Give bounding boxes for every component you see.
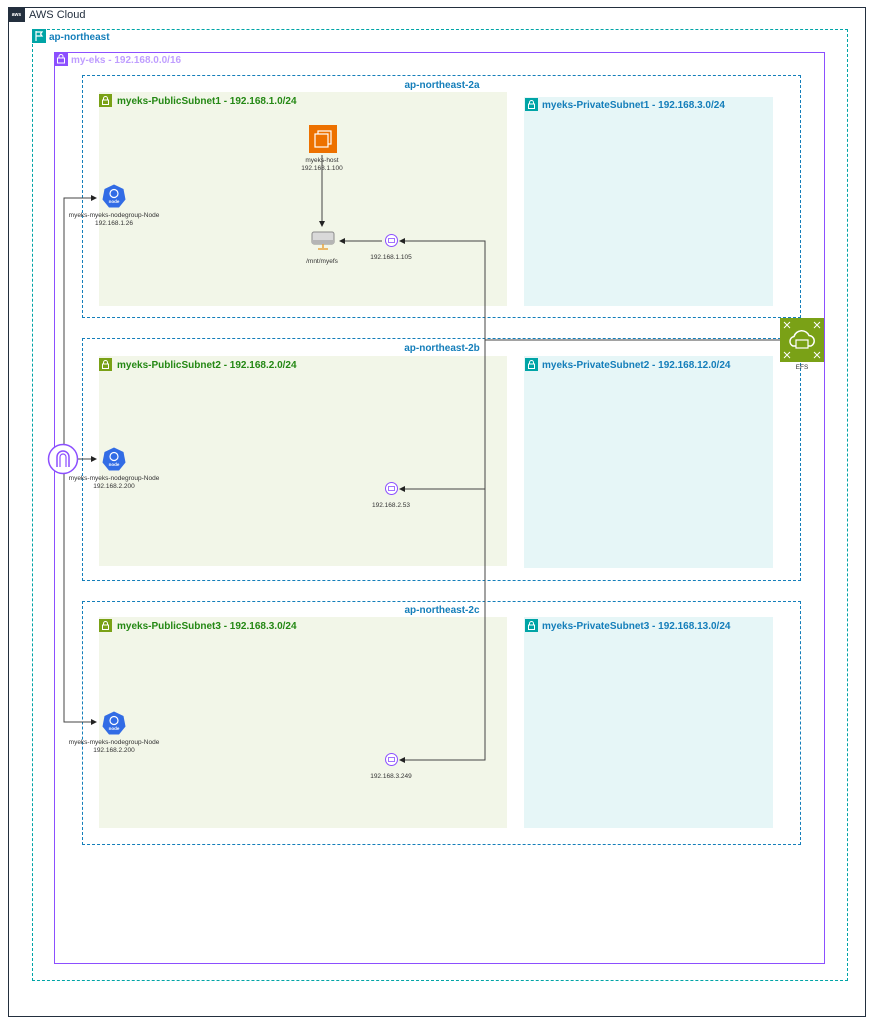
host-label: myeks-host 192.168.1.100: [282, 157, 362, 173]
kubernetes-node-icon: node: [102, 447, 126, 471]
eni-1-ip: 192.168.1.105: [370, 254, 412, 261]
vpc-title: my-eks - 192.168.0.0/16: [71, 55, 182, 66]
lock-icon: [525, 619, 538, 632]
aws-cloud-title: AWS Cloud: [29, 9, 86, 21]
node-3-label: myeks-myeks-nodegroup-Node 192.168.2.200: [54, 739, 174, 755]
network-interface-icon: [385, 234, 398, 247]
private-subnet-3-title: myeks-PrivateSubnet3 - 192.168.13.0/24: [542, 621, 731, 632]
region-flag-icon: [32, 29, 46, 43]
network-interface-icon: [385, 482, 398, 495]
az-title-2a: ap-northeast-2a: [404, 80, 480, 91]
eni-3-ip: 192.168.3.249: [370, 773, 412, 780]
private-subnet-1: [524, 97, 773, 306]
network-interface-icon: [385, 753, 398, 766]
public-subnet-2: [99, 356, 507, 566]
region-group: [32, 29, 848, 981]
lock-icon: [99, 94, 112, 107]
az-title-2b: ap-northeast-2b: [404, 343, 480, 354]
node-2-ip: 192.168.2.200: [93, 483, 135, 491]
eni-2-ip: 192.168.2.53: [372, 502, 410, 509]
private-subnet-2: [524, 356, 773, 568]
public-subnet-3-title: myeks-PublicSubnet3 - 192.168.3.0/24: [117, 621, 297, 632]
vpc-icon: [54, 52, 68, 66]
az-title-2c: ap-northeast-2c: [404, 605, 480, 616]
public-subnet-2-title: myeks-PublicSubnet2 - 192.168.2.0/24: [117, 360, 297, 371]
file-system-icon: [309, 228, 337, 252]
node-badge-text: node: [109, 199, 120, 204]
region-title: ap-northeast: [49, 32, 110, 43]
node-1-ip: 192.168.1.26: [95, 220, 133, 228]
node-badge-text: node: [109, 726, 120, 731]
kubernetes-node-icon: node: [102, 711, 126, 735]
az-group-2a: [82, 75, 801, 318]
node-3-ip: 192.168.2.200: [93, 747, 135, 755]
public-subnet-1: [99, 92, 507, 306]
private-subnet-3: [524, 617, 773, 828]
ec2-instance-icon: [309, 125, 337, 153]
vpc-group: [54, 52, 825, 964]
lock-icon: [525, 358, 538, 371]
host-ip: 192.168.1.100: [301, 165, 343, 173]
node-3-name: myeks-myeks-nodegroup-Node: [68, 739, 160, 746]
internet-gateway-icon: [47, 443, 79, 475]
public-subnet-3: [99, 617, 507, 828]
host-name: myeks-host: [305, 157, 339, 164]
lock-icon: [525, 98, 538, 111]
mount-label: /mnt/myefs: [306, 258, 338, 265]
node-badge-text: node: [109, 462, 120, 467]
az-group-2c: [82, 601, 801, 845]
node-1-name: myeks-myeks-nodegroup-Node: [68, 212, 160, 219]
node-2-label: myeks-myeks-nodegroup-Node 192.168.2.200: [54, 475, 174, 491]
public-subnet-1-title: myeks-PublicSubnet1 - 192.168.1.0/24: [117, 96, 297, 107]
private-subnet-2-title: myeks-PrivateSubnet2 - 192.168.12.0/24: [542, 360, 731, 371]
lock-icon: [99, 619, 112, 632]
efs-label: EFS: [795, 364, 809, 371]
node-1-label: myeks-myeks-nodegroup-Node 192.168.1.26: [54, 212, 174, 228]
efs-icon: [780, 318, 824, 362]
kubernetes-node-icon: node: [102, 184, 126, 208]
private-subnet-1-title: myeks-PrivateSubnet1 - 192.168.3.0/24: [542, 100, 725, 111]
aws-cloud-group: [8, 7, 866, 1017]
lock-icon: [99, 358, 112, 371]
aws-cloud-icon: aws: [8, 7, 25, 22]
node-2-name: myeks-myeks-nodegroup-Node: [68, 475, 160, 482]
